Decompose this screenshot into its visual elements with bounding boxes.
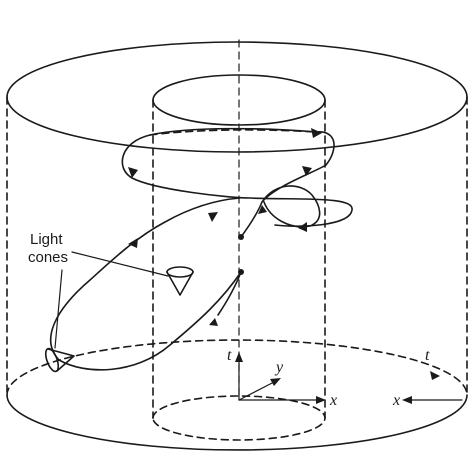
worldline-arrow-7 [128,238,138,248]
event-point-upper [238,234,244,240]
edge-axes [402,371,463,404]
worldline-arrow-8 [209,318,218,326]
axis-x-center-label: x [329,392,337,409]
outer-cylinder-top-ellipse [6,41,468,153]
worldline-lower-loop [49,197,241,361]
axis-t-center-label: t [227,347,232,364]
axis-t-edge-label: t [425,347,430,364]
outer-cylinder-bottom-ellipse-front [6,394,468,451]
worldline-arrow-3 [302,166,312,176]
outer-cylinder-bottom-ellipse-back [6,339,468,396]
worldline-arrow-6 [208,212,218,222]
worldline-segment-between-events [217,271,242,316]
light-cones-leader-center [71,251,169,277]
light-cones-label-line1: Light [30,231,63,248]
axis-x-edge-label: x [392,392,400,409]
center-axes [235,352,326,404]
worldline-arrow-1 [311,128,322,138]
worldline-front-arc [149,129,317,136]
light-cones-leader-edge [54,269,63,349]
inner-cylinder-bottom-ellipse [152,395,326,441]
worldline-curve [58,127,353,371]
worldline-arrow-4 [298,222,307,232]
light-cones-label-line2: cones [28,249,68,266]
light-cone-center [166,266,194,296]
axis-y-center-label: y [274,359,284,376]
worldline-arrow-2 [128,167,138,178]
worldline-arrow-5 [258,205,267,214]
light-cone-edge [44,347,75,373]
